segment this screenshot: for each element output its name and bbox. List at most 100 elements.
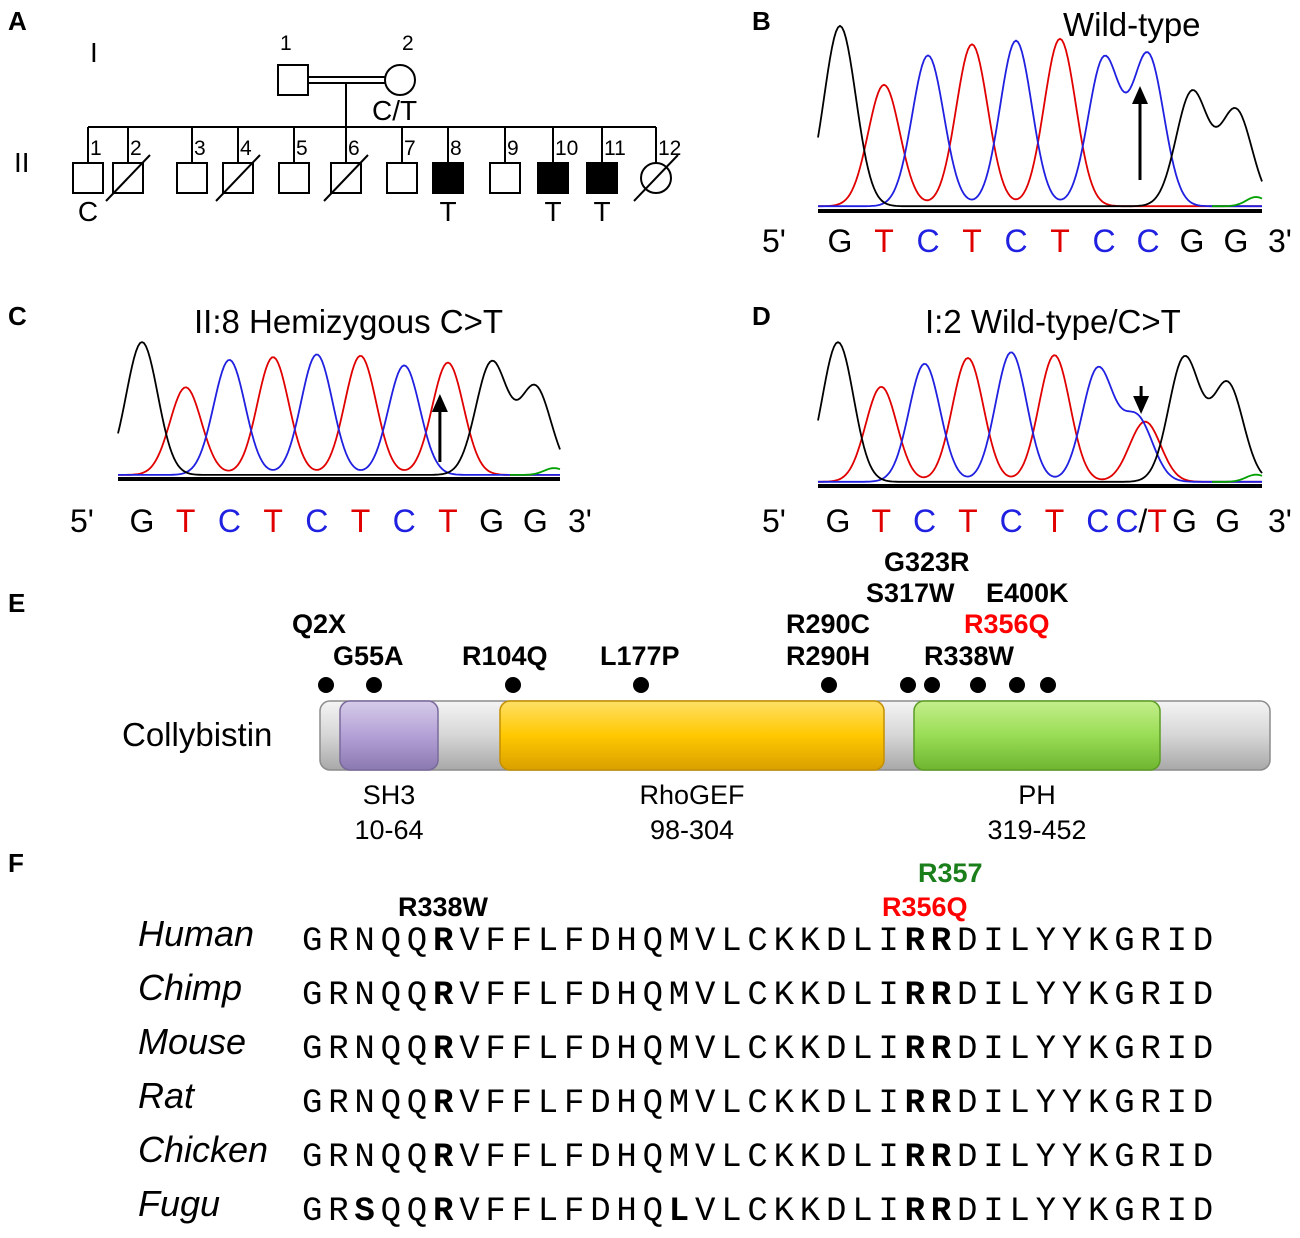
residue: K [1088,1085,1109,1123]
residue: Y [1036,1193,1056,1231]
residue: L [538,923,558,961]
residue: K [1088,1193,1109,1231]
residue: D [826,1031,846,1069]
residue: K [800,1139,821,1177]
residue: D [1193,1085,1213,1123]
mutation-label-r290h: R290H [786,641,870,671]
residue: F [485,923,505,961]
residue: Q [407,1193,427,1231]
trace-A [510,467,561,476]
panel-letter-e: E [8,588,25,618]
residue: D [826,1193,846,1231]
residue: F [564,977,584,1015]
residue: M [669,977,689,1015]
child-number: 5 [296,137,308,160]
base-call: T [438,503,458,539]
residue: G [1114,923,1134,961]
residue: R [433,1193,454,1231]
residue: Q [407,1031,427,1069]
domain-range: 98-304 [650,815,734,845]
residue: K [1088,923,1109,961]
panel-letter-a: A [8,6,27,36]
residue: I [878,1031,898,1069]
residue: K [800,1193,821,1231]
mutation-dot [318,677,334,693]
mutation-dot [821,677,837,693]
residue: I [1167,923,1187,961]
residue: R [905,977,926,1015]
residue: D [1193,977,1213,1015]
male-symbol [176,162,208,194]
base-call: G [479,503,504,539]
species-label: Fugu [138,1183,220,1224]
residue: Y [1036,1085,1056,1123]
residue: R [931,977,952,1015]
residue: F [485,1031,505,1069]
residue: L [721,977,741,1015]
child-number: 4 [240,137,252,160]
base-call: G [523,503,548,539]
domain-rhogef [499,700,885,771]
residue: D [957,1193,977,1231]
child-number: 11 [604,137,626,160]
residue: F [512,1139,532,1177]
generation-label-ii: II [14,147,30,178]
residue: C [747,1193,767,1231]
mutation-dot [633,677,649,693]
base-call: C [393,503,416,539]
residue: I [983,1085,1003,1123]
residue: L [1009,923,1029,961]
residue: R [433,1139,454,1177]
child-5: 5 [278,127,310,194]
mutation-dot [1040,677,1056,693]
residue: I [1167,977,1187,1015]
panel-letter-f: F [8,848,24,878]
mutation-label-e400k: E400K [986,578,1069,608]
residue: D [826,977,846,1015]
mutation-dot [1009,677,1025,693]
residue: D [957,1139,977,1177]
residue: I [878,1193,898,1231]
mutation-label-s317w: S317W [866,578,955,608]
residue: F [564,1085,584,1123]
male-symbol [489,162,521,194]
residue: D [957,1085,977,1123]
trace-A [1212,196,1263,208]
residue: R [1140,977,1160,1015]
residue: V [459,1085,480,1123]
chromatogram-title: I:2 Wild-type/C>T [925,303,1181,340]
domain-name: PH [1018,780,1056,810]
residue: H [616,1031,636,1069]
residue: F [564,1139,584,1177]
parent-female-2 [384,64,416,96]
child-6: 6 [323,127,369,202]
residue: D [1193,1193,1213,1231]
mutation-dot [505,677,521,693]
residue: V [459,1193,480,1231]
residue: Y [1062,1085,1082,1123]
residue: R [931,1193,952,1231]
five-prime-label: 5' [762,503,786,539]
mutation-label-r290c: R290C [786,609,870,639]
residue: L [1009,1085,1029,1123]
child-9: 9 [489,127,521,194]
residue: R [1140,1193,1160,1231]
residue: Y [1062,923,1082,961]
trace-G [817,24,1263,208]
residue: D [590,1031,610,1069]
mutation-label-r104q: R104Q [462,641,548,671]
residue: G [302,1085,322,1123]
deceased-slash [633,154,679,202]
residue: R [1140,1031,1160,1069]
residue: Y [1036,1031,1056,1069]
child-number: 10 [555,137,578,160]
base-call: T [1050,223,1070,259]
domain-range: 319-452 [987,815,1086,845]
trace-T [818,354,1262,483]
residue: V [459,1139,480,1177]
residue: Y [1036,977,1056,1015]
residue: M [669,923,689,961]
